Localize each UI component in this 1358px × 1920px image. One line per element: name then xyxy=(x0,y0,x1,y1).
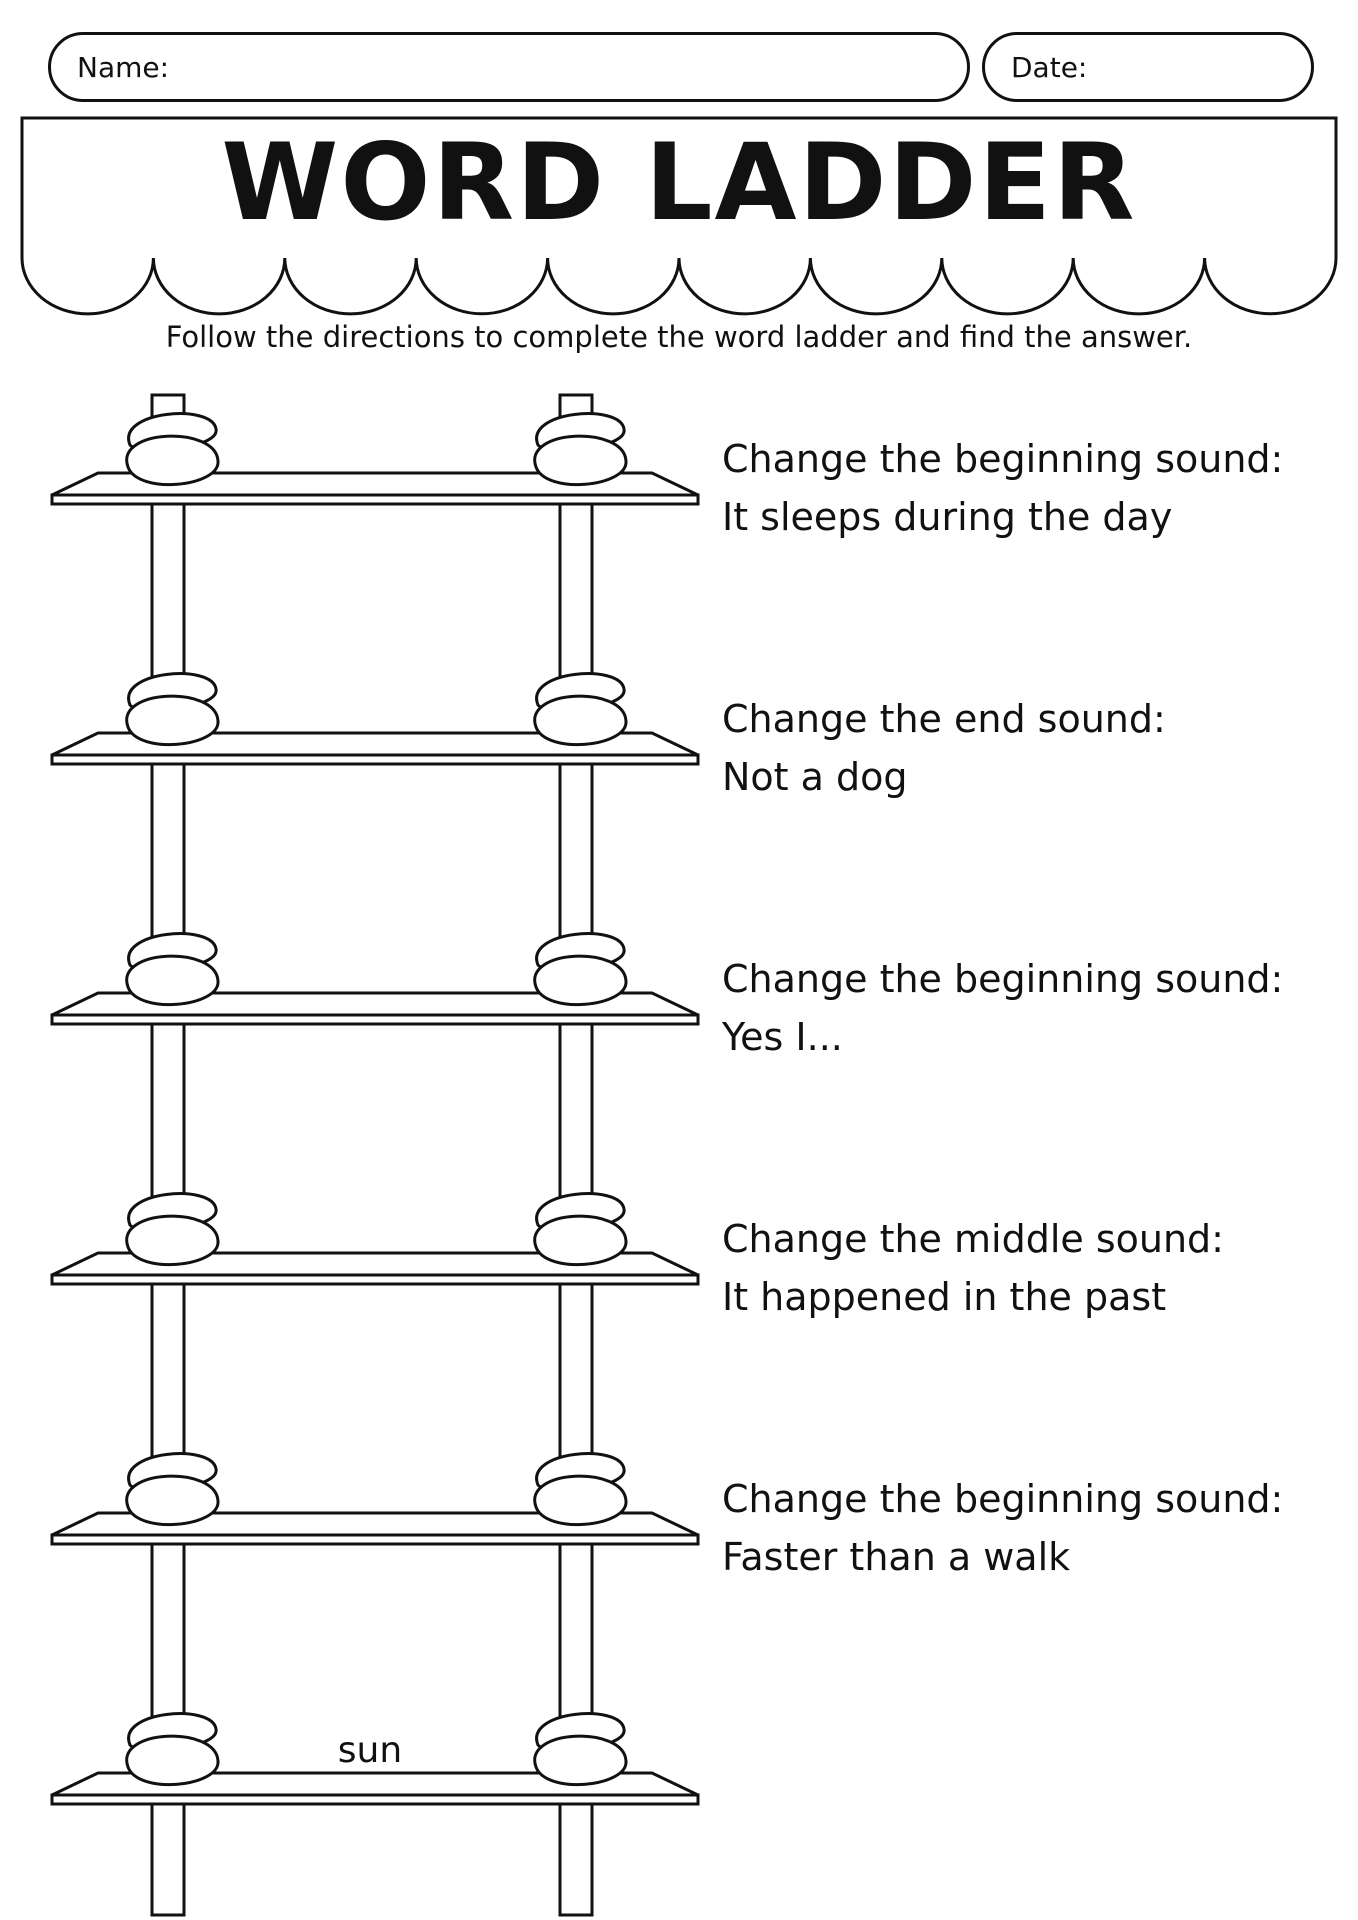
rope-knot-3-1 xyxy=(125,932,220,1007)
rope-knot-2-1 xyxy=(125,672,220,747)
name-label: Name: xyxy=(77,51,170,84)
rope-knot-2-2 xyxy=(533,672,628,747)
rope-knot-6-2 xyxy=(533,1712,628,1787)
rope-knot-4-1 xyxy=(125,1192,220,1267)
rope-knot-3-2 xyxy=(533,932,628,1007)
ladder-rail-2 xyxy=(558,393,594,1917)
clue-5-hint: Faster than a walk xyxy=(722,1535,1071,1579)
clue-4-hint: It happened in the past xyxy=(722,1275,1167,1319)
clue-1-hint: It sleeps during the day xyxy=(722,495,1173,539)
start-word: sun xyxy=(337,1730,403,1771)
ladder-rung-edge-2 xyxy=(50,753,700,766)
ladder-rung-edge-6 xyxy=(50,1793,700,1806)
instructions-text: Follow the directions to complete the wo… xyxy=(165,320,1193,354)
ladder-rung-edge-5 xyxy=(50,1533,700,1546)
clue-4: Change the middle sound: It happened in … xyxy=(722,1210,1224,1326)
rope-knot-1-1 xyxy=(125,412,220,487)
worksheet-title: WORD LADDER xyxy=(221,121,1137,244)
clue-1: Change the beginning sound: It sleeps du… xyxy=(722,430,1283,546)
clue-2-hint: Not a dog xyxy=(722,755,908,799)
clue-3-direction: Change the beginning sound: xyxy=(722,957,1284,1001)
name-field[interactable]: Name: xyxy=(48,32,970,102)
clue-2-direction: Change the end sound: xyxy=(722,697,1166,741)
rope-knot-5-1 xyxy=(125,1452,220,1527)
ladder-rung-edge-1 xyxy=(50,493,700,506)
banner-scallop-shape xyxy=(20,116,1338,316)
ladder-rail-1 xyxy=(150,393,186,1917)
clue-5: Change the beginning sound: Faster than … xyxy=(722,1470,1283,1586)
date-label: Date: xyxy=(1011,51,1088,84)
clue-1-direction: Change the beginning sound: xyxy=(722,437,1284,481)
clue-3-hint: Yes I... xyxy=(722,1015,843,1059)
title-banner xyxy=(20,116,1338,316)
ladder-rung-edge-3 xyxy=(50,1013,700,1026)
rope-knot-5-2 xyxy=(533,1452,628,1527)
clue-5-direction: Change the beginning sound: xyxy=(722,1477,1284,1521)
rope-knot-6-1 xyxy=(125,1712,220,1787)
clue-4-direction: Change the middle sound: xyxy=(722,1217,1224,1261)
clue-3: Change the beginning sound: Yes I... xyxy=(722,950,1283,1066)
clue-2: Change the end sound: Not a dog xyxy=(722,690,1166,806)
rope-knot-1-2 xyxy=(533,412,628,487)
ladder-rung-edge-4 xyxy=(50,1273,700,1286)
date-field[interactable]: Date: xyxy=(982,32,1314,102)
rope-knot-4-2 xyxy=(533,1192,628,1267)
